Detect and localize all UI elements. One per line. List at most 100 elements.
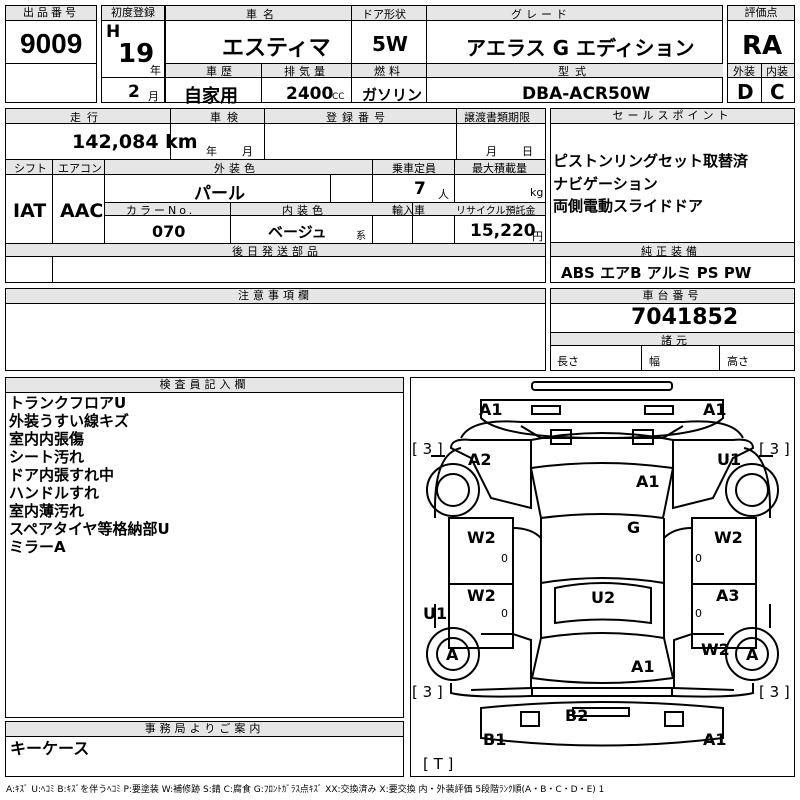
inspector-line: トランクフロアU [9, 394, 127, 412]
displacement-value: 2400 [286, 84, 334, 104]
fuel-label: 燃料 [374, 65, 404, 78]
recycle-label: リサイクル預託金 [456, 206, 536, 217]
car-outline-diagram [426, 381, 779, 747]
first-reg-year-unit: 年 [150, 64, 161, 77]
damage-mark: B2 [565, 706, 589, 725]
sales-point-line: ピストンリングセット取替済 [553, 152, 749, 170]
displacement-unit: CC [332, 92, 345, 102]
damage-mark: A1 [479, 400, 503, 419]
first-registration-label: 初度登録 [102, 6, 164, 21]
details-box: 走行 車検 登録番号 譲渡書類期限 142,084 km 年 月 月 日 シフト… [5, 108, 546, 283]
genuine-equipment-label: 純正装備 [641, 245, 701, 258]
ac-value: AAC [60, 200, 104, 222]
damage-mark: G [627, 518, 641, 537]
grade-label: グレード [511, 8, 571, 21]
reg-no-label: 登録番号 [326, 111, 390, 124]
car-info-box: 車名 ドア形状 グレード エスティマ 5W アエラス G エディション 車歴 排… [165, 5, 723, 107]
later-parts-label: 後日発送部品 [232, 245, 322, 258]
tire-grade-mark: [ 3 ] [412, 683, 443, 701]
first-reg-month: 2 [128, 82, 140, 102]
max-load-unit: kg [530, 186, 544, 199]
model-value: DBA-ACR50W [522, 84, 651, 104]
interior-value: C [770, 80, 785, 104]
tire-grade-mark: [ 3 ] [759, 683, 790, 701]
damage-mark: W2 [467, 586, 496, 605]
capacity-label: 乗車定員 [392, 162, 436, 175]
color-no-value: 070 [152, 222, 186, 241]
office-box: 事務局よりご案内 キーケース [5, 721, 404, 777]
chassis-label: 車台番号 [551, 289, 794, 304]
damage-mark: A2 [468, 450, 492, 469]
first-reg-month-unit: 月 [148, 90, 159, 103]
damage-mark: W2 [714, 528, 743, 547]
inspector-line: ハンドルすれ [9, 484, 100, 502]
shift-label: シフト [14, 162, 47, 175]
damage-mark: A1 [636, 472, 660, 491]
ext-color-value: パール [194, 184, 245, 204]
damage-mark: B1 [483, 730, 507, 749]
damage-mark: A1 [703, 730, 727, 749]
inspector-line: 室内内張傷 [9, 430, 85, 448]
inspector-line: 外装うすい線キズ [9, 412, 130, 430]
zero-mark: 0 [695, 552, 702, 565]
car-name-label: 車名 [246, 8, 280, 21]
inspector-line: ドア内張すれ中 [9, 466, 115, 484]
inspection-month-unit: 月 [242, 145, 253, 158]
sales-points-box: セールスポイント ピストンリングセット取替済 ナビゲーション 両側電動スライドド… [550, 108, 795, 283]
chassis-box: 車台番号 7041852 諸元 長さ 幅 高さ [550, 288, 795, 371]
inspector-box: 検査員記入欄 トランクフロアU 外装うすい線キズ 室内内張傷 シート汚れ ドア内… [5, 377, 404, 718]
capacity-value: 7 [414, 179, 426, 199]
transfer-month-unit: 月 [486, 145, 497, 158]
inspector-line: シート汚れ [9, 448, 85, 466]
displacement-label: 排気量 [284, 65, 329, 78]
notes-label: 注意事項欄 [6, 289, 545, 304]
int-color-suffix: 系 [356, 231, 366, 242]
door-value: 5W [372, 32, 408, 56]
damage-mark: U1 [717, 450, 742, 469]
damage-mark: A1 [703, 400, 727, 419]
mileage-value: 142,084 km [72, 131, 198, 153]
inspector-line: ミラーA [9, 538, 66, 556]
import-label: 輸入車 [392, 204, 425, 217]
recycle-value: 15,220 [470, 221, 536, 241]
damage-mark: U2 [591, 588, 616, 607]
exterior-value: D [737, 80, 754, 104]
damage-mark: A3 [716, 586, 740, 605]
color-no-label: カラーNo. [126, 204, 196, 217]
first-reg-era: H [106, 22, 121, 42]
office-value: キーケース [10, 739, 90, 758]
damage-diagram-box: A1 A1 [ 3 ] [ 3 ] A2 U1 A1 G W2 W2 0 0 W… [410, 377, 795, 777]
inspector-line: スペアタイヤ等格納部U [9, 520, 170, 538]
office-label: 事務局よりご案内 [6, 722, 403, 737]
spare-tire-grade-mark: [ T ] [423, 755, 454, 773]
sales-point-line: ナビゲーション [553, 175, 658, 193]
damage-mark: A [446, 645, 459, 664]
transfer-day-unit: 日 [522, 145, 533, 158]
notes-box: 注意事項欄 [5, 288, 546, 371]
mileage-label: 走行 [70, 111, 104, 124]
inspector-label: 検査員記入欄 [6, 378, 403, 393]
damage-mark: U1 [423, 604, 448, 623]
car-name-value: エスティマ [222, 36, 331, 61]
model-label: 型式 [558, 65, 592, 78]
score-box: 評価点 RA 外装 内装 D C [727, 5, 795, 104]
damage-mark: W2 [467, 528, 496, 547]
transfer-label: 譲渡書類期限 [464, 111, 530, 124]
first-reg-year: 19 [118, 39, 155, 69]
int-color-label: 内装色 [282, 204, 327, 217]
exterior-label: 外装 [733, 65, 755, 78]
history-value: 自家用 [184, 86, 238, 107]
legend-text: A:ｷｽﾞ U:ﾍｺﾐ B:ｷｽﾞを伴うﾍｺﾐ P:要塗装 W:補修跡 S:錆 … [6, 785, 605, 795]
door-label: ドア形状 [362, 8, 406, 21]
shift-value: IAT [13, 200, 47, 222]
lot-number-box: 出品番号 9009 [5, 5, 97, 103]
capacity-unit: 人 [438, 188, 449, 201]
chassis-value: 7041852 [631, 305, 739, 330]
lot-number-label: 出品番号 [6, 6, 96, 21]
max-load-label: 最大積載量 [472, 162, 527, 175]
genuine-equipment-value: ABS エアB アルミ PS PW [561, 264, 752, 282]
zero-mark: 0 [501, 552, 508, 565]
recycle-unit: 円 [532, 230, 543, 243]
interior-label: 内装 [766, 65, 788, 78]
score-value: RA [742, 31, 783, 61]
